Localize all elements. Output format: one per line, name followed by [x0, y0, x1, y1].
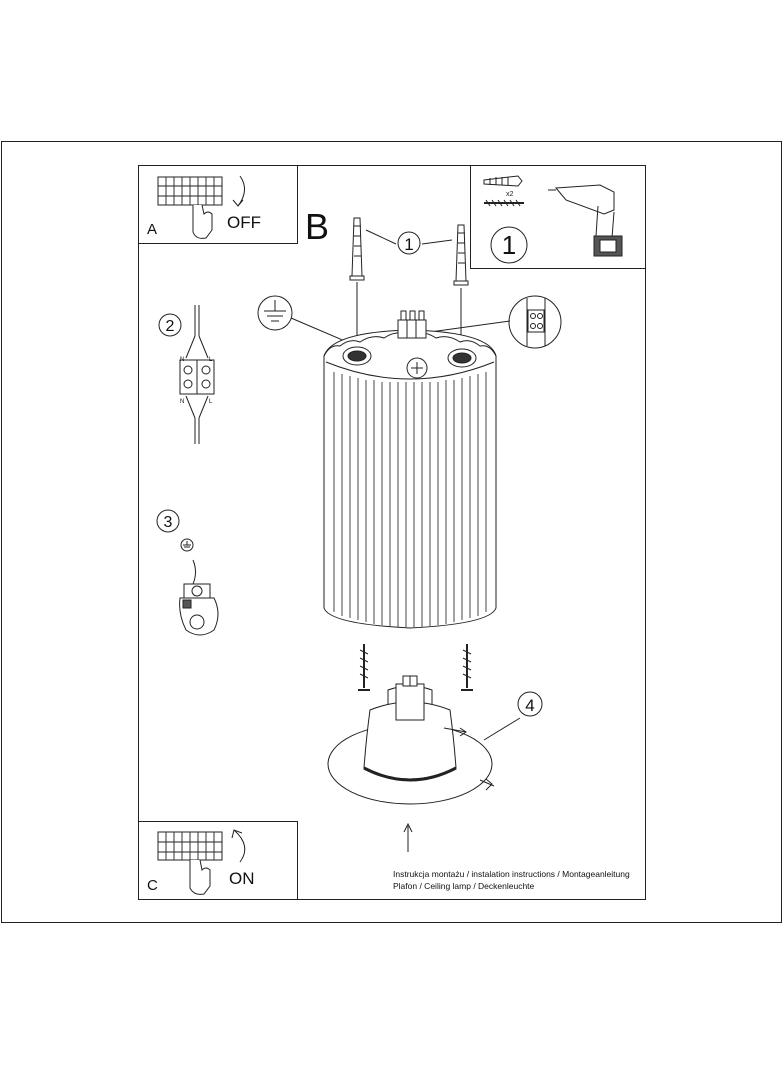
step-4-circle: [517, 691, 543, 717]
step-2-number: 2: [166, 318, 175, 335]
wiring-terminal-icon: [179, 305, 215, 444]
terminal-detail-bubble: [508, 295, 562, 349]
step-2-circle: [158, 313, 182, 337]
screw-icon: [484, 199, 524, 207]
terminal-label-n-top: N: [180, 357, 184, 363]
lamp-housing: [323, 310, 497, 629]
document-sheet: [1, 141, 782, 923]
ground-symbol-bubble: [257, 295, 293, 331]
step-4-number: 4: [525, 696, 534, 715]
panel-a-state: OFF: [227, 213, 261, 232]
caption-line-2: Plafon / Ceiling lamp / Deckenleuchte: [393, 881, 535, 891]
ground-connector-icon: [179, 538, 219, 636]
step-1-number: 1: [404, 235, 413, 254]
panel-a-letter: A: [147, 221, 158, 238]
lamp-diffuser: [327, 675, 493, 805]
breaker-off-icon: [157, 175, 245, 239]
mounting-screw-right: [461, 644, 473, 691]
tools-step-circle: [490, 226, 528, 264]
drill-icon: [548, 184, 623, 257]
tools-step-number: 1: [502, 230, 516, 260]
mounting-bolt-right: [453, 224, 469, 286]
screws-count: x2: [506, 191, 514, 198]
wall-plug-icon: [483, 175, 523, 187]
terminal-label-l-top: L: [209, 357, 213, 363]
caption-line-1: Instrukcja montażu / instalation instruc…: [393, 869, 630, 879]
mounting-bolt-left: [349, 217, 365, 281]
mounting-screw-left: [358, 644, 370, 691]
breaker-on-icon: [157, 829, 246, 895]
terminal-label-n-bottom: N: [180, 399, 184, 405]
terminal-label-l-bottom: L: [209, 399, 213, 405]
up-arrow-icon: [403, 822, 413, 852]
step-1-circle: [397, 231, 421, 255]
panel-c-state: ON: [229, 869, 255, 888]
step-3-number: 3: [164, 514, 173, 531]
step-3-circle: [156, 509, 180, 533]
panel-c-letter: C: [147, 877, 158, 894]
panel-b-letter: B: [305, 206, 330, 247]
instruction-frame: [138, 165, 646, 900]
